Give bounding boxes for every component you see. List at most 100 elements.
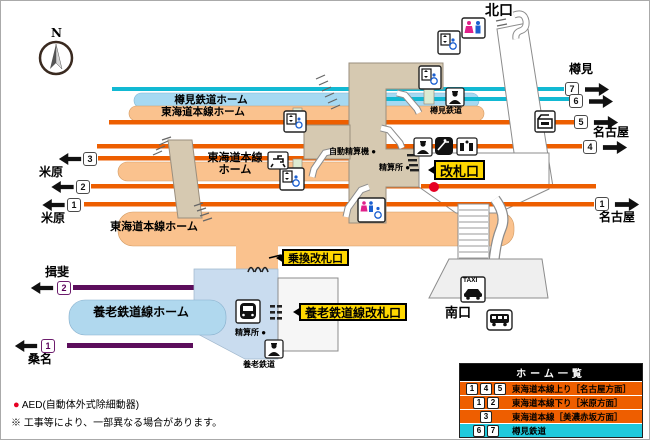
track-1-line [84, 202, 594, 207]
fare-adjust-machine-label: 自動精算機 ● [329, 147, 377, 156]
legend-badge: 3 [480, 410, 492, 423]
taxi-label: TAXI [463, 277, 478, 284]
legend-row-minoakasaka: 3 東海道本線［美濃赤坂方面］ [460, 409, 642, 423]
dest-nagoya-upper: 名古屋 [593, 125, 630, 139]
bus-icon [486, 309, 513, 331]
compass-north-label: N [51, 26, 62, 40]
yoro-gate-marks [270, 305, 282, 320]
arrow-left-track3 [58, 153, 82, 165]
arrow-left-track1 [42, 199, 65, 211]
elevator-wheelchair-icon [279, 167, 305, 191]
concourse [167, 62, 444, 224]
tokaido-bottom-platform-label: 東海道本線ホーム [110, 221, 198, 233]
legend-badge: 5 [494, 382, 506, 395]
yoro-platform [68, 299, 227, 336]
west-overpass [167, 139, 203, 219]
arrow-right-track7 [585, 83, 609, 96]
norikae-gate-label: 乗換改札口 [276, 249, 349, 266]
escalator-icon [435, 137, 453, 155]
legend-row-maibara: 1 2 東海道本線下り［米原方面］ [460, 395, 642, 409]
dest-kuwana: 桑名 [28, 352, 53, 366]
dest-ibi: 揖斐 [45, 265, 70, 279]
yoro-railway-label: 養老鉄道 [243, 360, 275, 369]
south-plaza [428, 258, 549, 299]
compass-icon [38, 40, 74, 76]
kaisatsu-gate-label: 改札口 [427, 160, 486, 180]
track-2-line [91, 184, 596, 189]
dest-nagoya-lower: 名古屋 [599, 210, 636, 224]
dest-maibara-upper: 米原 [39, 165, 64, 179]
construction-note: ※ 工事等により、一部異なる場合があります。 [11, 418, 223, 429]
escalator-ribbon [380, 124, 406, 150]
track-badge-1-east: 1 [595, 197, 609, 211]
kaisatsu-gate-marks [407, 154, 419, 172]
escalator-ribbon [342, 183, 371, 218]
legend-row-label: 東海道本線下り［米原方面］ [512, 397, 623, 408]
ticket-gate-icon [456, 137, 478, 156]
fare-office-label-yoro: 精算所 ● [235, 328, 267, 337]
arrow-right-track4 [602, 141, 628, 154]
elevator-wheelchair-icon [437, 30, 461, 55]
legend-row-label: 東海道本線上り［名古屋方面］ [512, 383, 632, 394]
track-badge-4: 4 [583, 140, 597, 154]
legend-badge: 2 [487, 396, 499, 409]
legend-badge: 6 [473, 424, 485, 437]
track-badge-5: 5 [574, 115, 588, 129]
legend-row-tarumi: 6 7 樽見鉄道 [460, 423, 642, 437]
aed-note: ● AED(自動体外式除細動器) [13, 396, 139, 411]
legend-title: ホーム一覧 [460, 364, 642, 381]
escalators [308, 89, 423, 218]
tarumi-platform-label: 樽見鉄道ホーム [174, 94, 248, 106]
track-badge-1-west: 1 [67, 198, 81, 212]
track-7-line [112, 87, 564, 91]
legend-row-label: 樽見鉄道 [512, 425, 547, 436]
yoro-track-2-line [73, 285, 194, 290]
yoro-gate-label: 養老鉄道線改札口 [292, 303, 408, 321]
legend-row-nagoya: 1 4 5 東海道本線上り［名古屋方面］ [460, 381, 642, 395]
aed-note-dot: ● [13, 399, 20, 411]
track-2-line-east [421, 184, 596, 189]
tokaido-middle-platform-label-1: 東海道本線 [207, 152, 263, 164]
accessible-toilet-icon [357, 197, 386, 223]
ticket-machine-icon [534, 110, 556, 133]
escalator-ribbon [308, 147, 334, 178]
stairs-overpass-bottom [193, 202, 213, 222]
elevator-wheelchair-icon [418, 65, 442, 90]
track-3-line [98, 156, 409, 161]
dest-maibara-lower: 米原 [41, 211, 66, 225]
tokaido-top-platform-label: 東海道本線ホーム [161, 106, 245, 118]
train-icon [235, 299, 261, 324]
tarumi-railway-label: 樽見鉄道 [430, 106, 462, 115]
aed-note-text: AED(自動体外式除細動器) [21, 400, 140, 411]
faucet-icon [267, 151, 289, 170]
arrow-left-track2 [51, 181, 74, 193]
transfer-connector [236, 239, 278, 271]
legend-row-label: 東海道本線［美濃赤坂方面］ [512, 411, 623, 422]
yoro-track-1-line [67, 343, 193, 348]
taxi-icon [460, 276, 486, 303]
arrow-right-track6 [589, 95, 613, 108]
station-staff-icon [264, 339, 284, 359]
fare-office-label-jr: 精算所 ● [379, 163, 411, 172]
legend-badge: 1 [473, 396, 485, 409]
platform-legend: ホーム一覧 1 4 5 東海道本線上り［名古屋方面］ 1 2 東海道本線下り［米… [459, 363, 643, 438]
dest-tarumi: 樽見 [569, 62, 594, 76]
track-5-line [109, 120, 574, 125]
toilet-icon [461, 17, 486, 39]
south-slope [488, 195, 509, 262]
yoro-track-badge-1: 1 [41, 339, 55, 353]
tokaido-bottom-platform [117, 211, 515, 247]
transfer-gate-marks [247, 266, 269, 273]
tokaido-middle-platform-label-2: ホーム [218, 164, 252, 176]
legend-badge: 7 [487, 424, 499, 437]
arrow-left-yoro1 [14, 340, 38, 352]
track-badge-6: 6 [569, 94, 583, 108]
track-6-line [386, 97, 570, 101]
escalator-ribbon [396, 89, 423, 115]
north-exit-label: 北口 [485, 2, 513, 18]
station-staff-icon [445, 87, 465, 107]
south-stairs [457, 203, 490, 264]
elevator-wheelchair-icon [283, 110, 307, 133]
